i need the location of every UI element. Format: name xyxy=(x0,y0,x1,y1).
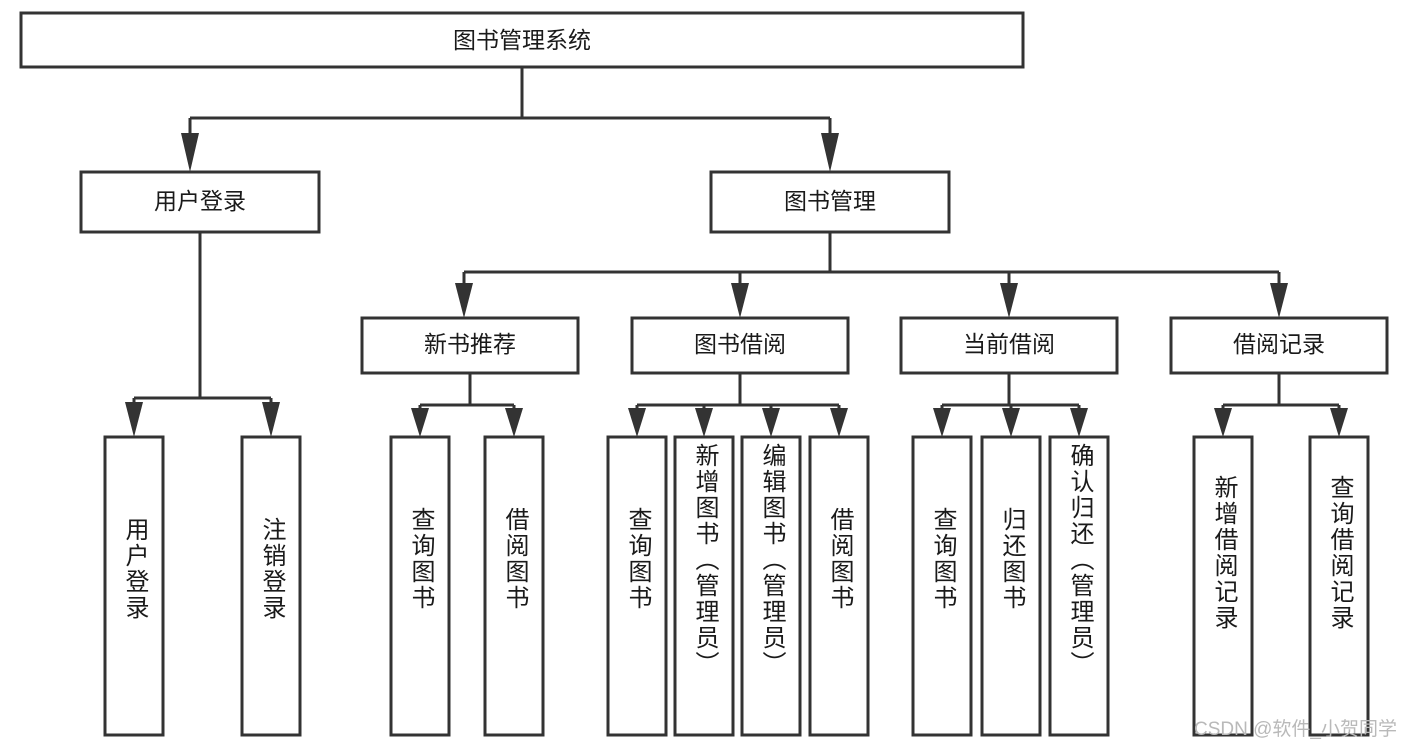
connector-book-borrow-to-leaves xyxy=(628,373,848,437)
node-leaf-borrow-book-2[interactable] xyxy=(808,435,870,737)
connector-root-to-level2 xyxy=(181,67,839,172)
node-leaf-add-book[interactable] xyxy=(673,435,735,737)
node-book-borrow[interactable]: 图书借阅 xyxy=(630,316,850,375)
arrow-head-icon xyxy=(1270,283,1288,318)
node-leaf-logout-login[interactable] xyxy=(240,435,302,737)
node-leaf-query-book-1[interactable] xyxy=(389,435,451,737)
node-current-borrow[interactable]: 当前借阅 xyxy=(899,316,1119,375)
arrow-head-icon xyxy=(1214,408,1232,437)
node-leaf-add-record[interactable] xyxy=(1192,435,1254,737)
node-leaf-confirm-return[interactable] xyxy=(1048,435,1110,737)
arrow-head-icon xyxy=(830,408,848,437)
node-leaf-query-book-3[interactable] xyxy=(911,435,973,737)
arrow-head-icon xyxy=(125,402,143,437)
arrow-head-icon xyxy=(1002,408,1020,437)
arrow-head-icon xyxy=(933,408,951,437)
arrow-head-icon xyxy=(762,408,780,437)
node-leaf-query-book-2[interactable] xyxy=(606,435,668,737)
node-book-management-system[interactable]: 图书管理系统 xyxy=(19,11,1025,69)
arrow-head-icon xyxy=(1330,408,1348,437)
node-label: 用户登录 xyxy=(154,188,246,214)
arrow-head-icon xyxy=(821,133,839,172)
arrow-head-icon xyxy=(1000,283,1018,318)
arrow-head-icon xyxy=(181,133,199,172)
node-leaf-borrow-book-1[interactable] xyxy=(483,435,545,737)
connector-book-management-to-level3 xyxy=(455,232,1288,318)
node-new-book-recommend[interactable]: 新书推荐 xyxy=(360,316,580,375)
node-leaf-user-login[interactable] xyxy=(103,435,165,737)
node-leaf-edit-book[interactable] xyxy=(740,435,802,737)
arrow-head-icon xyxy=(1070,408,1088,437)
arrow-head-icon xyxy=(731,283,749,318)
arrow-head-icon xyxy=(695,408,713,437)
arrow-head-icon xyxy=(411,408,429,437)
node-user-login[interactable]: 用户登录 xyxy=(79,170,321,234)
node-label: 图书管理 xyxy=(784,188,876,214)
node-leaf-query-record[interactable] xyxy=(1308,435,1370,737)
node-book-management[interactable]: 图书管理 xyxy=(709,170,951,234)
arrow-head-icon xyxy=(455,283,473,318)
arrow-head-icon xyxy=(628,408,646,437)
connector-current-borrow-to-leaves xyxy=(933,373,1088,437)
connector-new-book-recommend-to-leaves xyxy=(411,373,523,437)
connector-user-login-to-leaves xyxy=(125,232,280,437)
node-label: 图书管理系统 xyxy=(453,27,591,53)
node-label: 当前借阅 xyxy=(963,331,1055,357)
node-leaf-return-book[interactable] xyxy=(980,435,1042,737)
connector-borrow-record-to-leaves xyxy=(1214,373,1348,437)
node-label: 图书借阅 xyxy=(694,331,786,357)
arrow-head-icon xyxy=(505,408,523,437)
node-borrow-record[interactable]: 借阅记录 xyxy=(1169,316,1389,375)
node-label: 借阅记录 xyxy=(1233,331,1325,357)
node-label: 新书推荐 xyxy=(424,331,516,357)
arrow-head-icon xyxy=(262,402,280,437)
